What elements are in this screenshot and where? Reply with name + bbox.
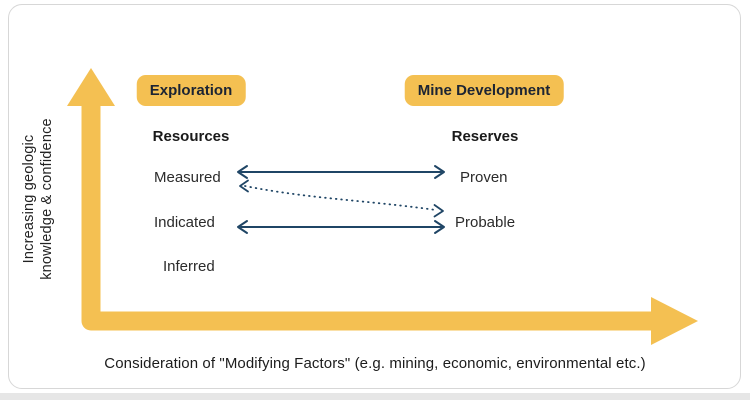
reserve-probable-label: Probable (455, 214, 516, 231)
stage-pill-exploration: Exploration (136, 75, 246, 106)
reserves-header: Reserves (451, 128, 519, 145)
y-axis-label: Increasing geologic knowledge & confiden… (20, 79, 60, 319)
resources-header: Resources (152, 128, 230, 145)
resource-inferred-label: Inferred (163, 258, 215, 275)
stage-pill-mine-development: Mine Development (404, 75, 564, 106)
y-axis-label-line1: Increasing geologic (21, 134, 37, 264)
resource-measured-label: Measured (154, 169, 221, 186)
page-bottom-strip (0, 393, 750, 400)
diagram-card (8, 4, 741, 389)
x-axis-label: Consideration of "Modifying Factors" (e.… (104, 355, 646, 372)
resource-indicated-label: Indicated (154, 214, 215, 231)
y-axis-label-line2: knowledge & confidence (39, 118, 55, 280)
reserve-proven-label: Proven (460, 169, 508, 186)
